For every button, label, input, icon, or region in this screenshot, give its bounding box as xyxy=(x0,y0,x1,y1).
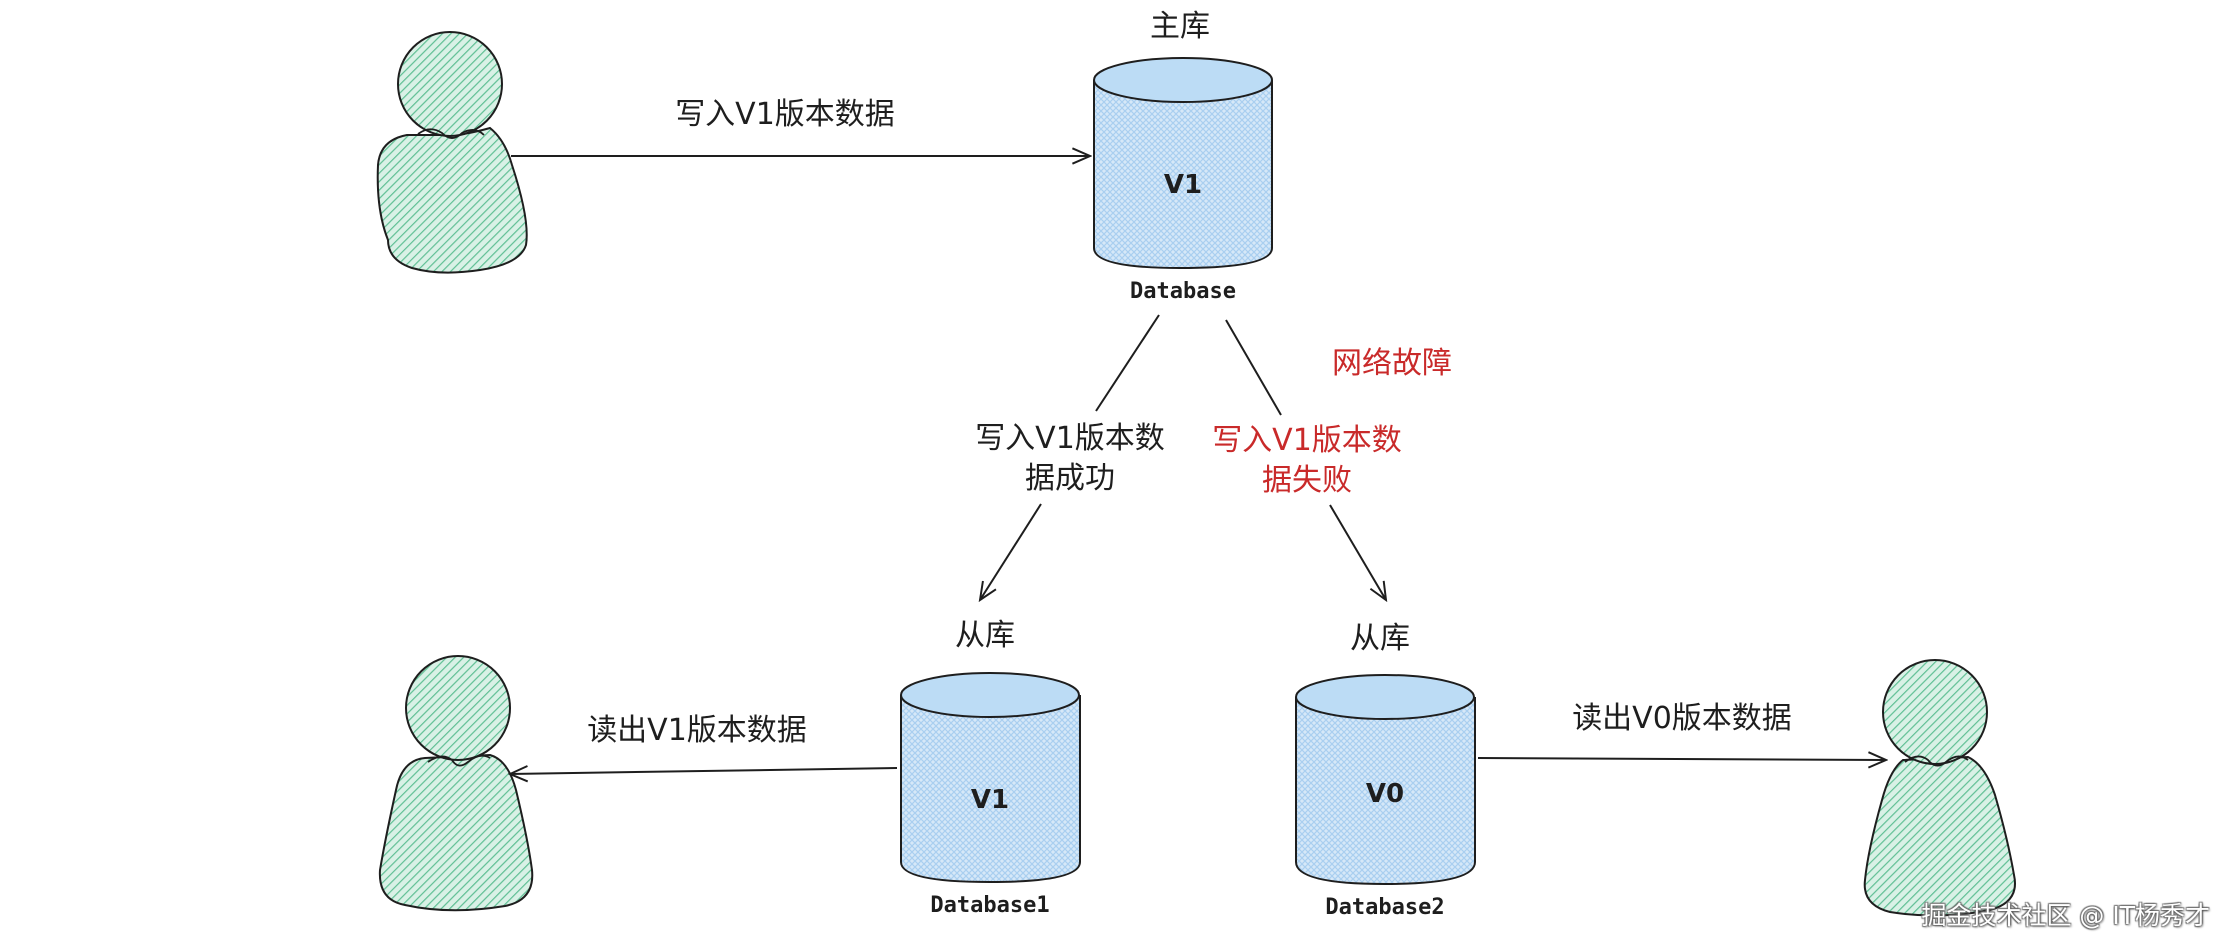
replicate-ok-label-line2: 据成功 xyxy=(1025,461,1115,496)
watermark: 掘金技术社区 @ IT杨秀才 xyxy=(1921,901,2210,930)
edge-replicate-ok-lower xyxy=(980,503,1042,600)
replicate-fail-label-line1: 写入V1版本数 xyxy=(1212,423,1402,458)
edge-replicate-fail-upper xyxy=(1225,319,1282,416)
replicate-fail-label-line2: 据失败 xyxy=(1262,463,1352,498)
master-version-label: V1 xyxy=(1164,170,1202,200)
master-name-label: Database xyxy=(1130,279,1236,304)
slave2-version-label: V0 xyxy=(1366,779,1404,809)
network-fault-annotation: 网络故障 xyxy=(1332,346,1452,381)
replicate-ok-label-line1: 写入V1版本数 xyxy=(975,421,1165,456)
writer-person-icon xyxy=(376,31,528,274)
slave1-name-label: Database1 xyxy=(930,893,1049,918)
slave1-role-label: 从库 xyxy=(955,618,1015,653)
edge-read-slave1 xyxy=(510,768,898,774)
reader1-person-icon xyxy=(378,655,534,912)
slave2-database-icon[interactable] xyxy=(1295,674,1476,886)
edge-replicate-ok-upper xyxy=(1095,314,1160,412)
read-slave1-label: 读出V1版本数据 xyxy=(587,713,807,748)
write-master-label: 写入V1版本数据 xyxy=(675,97,895,132)
edge-read-slave2 xyxy=(1477,758,1886,760)
slave2-role-label: 从库 xyxy=(1350,621,1410,656)
slave2-name-label: Database2 xyxy=(1325,895,1444,920)
master-database-icon[interactable] xyxy=(1093,57,1273,270)
master-role-label: 主库 xyxy=(1150,9,1210,44)
read-slave2-label: 读出V0版本数据 xyxy=(1572,701,1792,736)
slave1-database-icon[interactable] xyxy=(900,672,1081,884)
slave1-version-label: V1 xyxy=(971,785,1009,815)
reader2-person-icon xyxy=(1863,659,2016,917)
edge-replicate-fail-lower xyxy=(1329,504,1386,600)
